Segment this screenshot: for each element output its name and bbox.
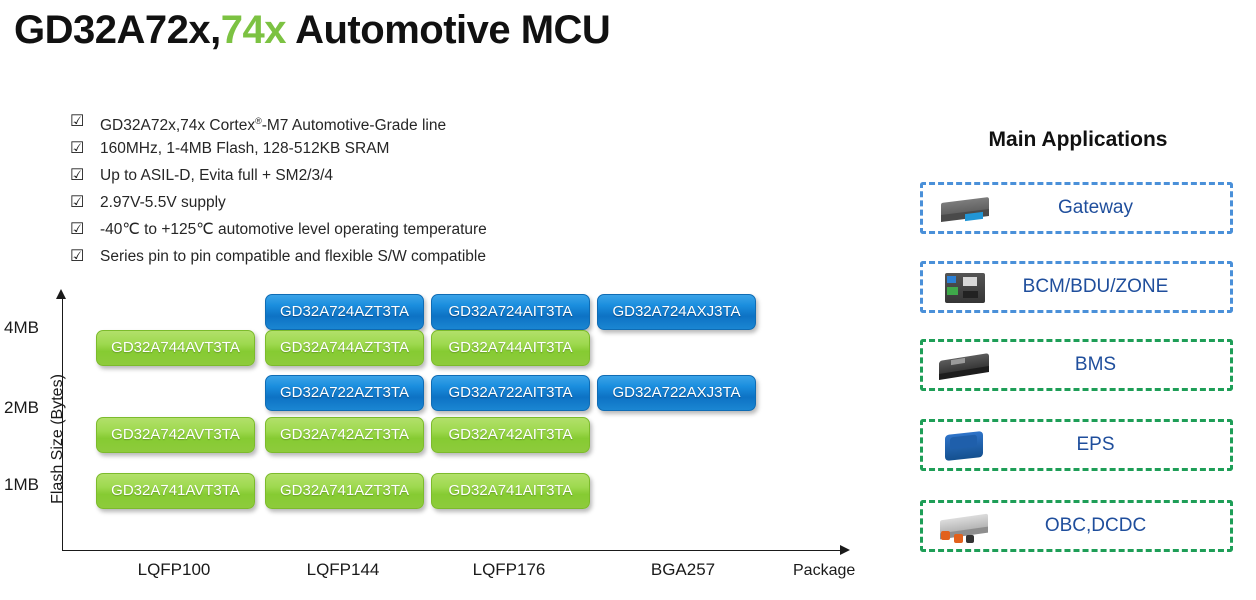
application-label: BCM/BDU/ZONE <box>1022 276 1169 297</box>
product-chip[interactable]: GD32A722AXJ3TA <box>597 375 756 411</box>
feature-item: ☑ GD32A72x,74x Cortex®-M7 Automotive-Gra… <box>70 108 710 135</box>
x-axis-tick-label: LQFP100 <box>137 560 211 579</box>
application-label: OBC,DCDC <box>1044 515 1147 536</box>
feature-item: ☑ Series pin to pin compatible and flexi… <box>70 243 710 270</box>
feature-item: ☑ -40℃ to +125℃ automotive level operati… <box>70 216 710 243</box>
x-axis-arrow-icon <box>840 545 850 555</box>
feature-item: ☑ Up to ASIL-D, Evita full + SM2/3/4 <box>70 162 710 189</box>
product-chip[interactable]: GD32A722AIT3TA <box>431 375 590 411</box>
bms-module-icon <box>935 345 997 385</box>
application-label: EPS <box>1076 434 1115 455</box>
checkbox-icon: ☑ <box>70 194 85 211</box>
product-chip[interactable]: GD32A742AZT3TA <box>265 417 424 453</box>
page-title-part1: GD32A72x, <box>14 8 221 52</box>
feature-label: -40℃ to +125℃ automotive level operating… <box>100 221 487 238</box>
page-title-accent: 74x <box>220 8 287 52</box>
x-axis-tick-label: LQFP144 <box>306 560 380 579</box>
eps-module-icon <box>935 425 997 465</box>
y-axis-title: Flash Size (Bytes) <box>49 374 66 504</box>
product-chip[interactable]: GD32A741AZT3TA <box>265 473 424 509</box>
applications-heading: Main Applications <box>988 128 1168 151</box>
page-title-part2: Automotive MCU <box>285 8 611 52</box>
product-chip[interactable]: GD32A724AIT3TA <box>431 294 590 330</box>
product-chip[interactable]: GD32A741AVT3TA <box>96 473 255 509</box>
feature-label: Up to ASIL-D, Evita full + SM2/3/4 <box>100 167 334 184</box>
checkbox-icon: ☑ <box>70 221 85 238</box>
product-chip[interactable]: GD32A742AIT3TA <box>431 417 590 453</box>
x-axis-line <box>62 550 842 551</box>
feature-label: 2.97V-5.5V supply <box>100 194 226 211</box>
application-label: BMS <box>1074 354 1117 375</box>
x-axis-tick-label: LQFP176 <box>472 560 546 579</box>
product-chip[interactable]: GD32A744AVT3TA <box>96 330 255 366</box>
obc-dcdc-module-icon <box>935 506 997 546</box>
y-axis-tick-label: 1MB <box>4 475 39 494</box>
application-item-bms[interactable]: BMS <box>920 339 1233 391</box>
product-chip[interactable]: GD32A724AXJ3TA <box>597 294 756 330</box>
feature-label: GD32A72x,74x Cortex®-M7 Automotive-Grade… <box>100 116 447 135</box>
feature-item: ☑ 160MHz, 1-4MB Flash, 128-512KB SRAM <box>70 135 710 162</box>
gateway-module-icon <box>935 188 997 228</box>
product-matrix-chart: 4MB 2MB 1MB Flash Size (Bytes) LQFP100 L… <box>0 285 880 600</box>
feature-item: ☑ 2.97V-5.5V supply <box>70 189 710 216</box>
y-axis-line <box>62 297 63 550</box>
checkbox-icon: ☑ <box>70 113 85 130</box>
product-chip[interactable]: GD32A741AIT3TA <box>431 473 590 509</box>
checkbox-icon: ☑ <box>70 167 85 184</box>
y-axis-tick-label: 2MB <box>4 398 39 417</box>
application-item-bcm[interactable]: BCM/BDU/ZONE <box>920 261 1233 313</box>
application-item-gateway[interactable]: Gateway <box>920 182 1233 234</box>
feature-label: 160MHz, 1-4MB Flash, 128-512KB SRAM <box>100 140 390 157</box>
y-axis-tick-label: 4MB <box>4 318 39 337</box>
product-chip[interactable]: GD32A722AZT3TA <box>265 375 424 411</box>
bcm-module-icon <box>935 267 997 307</box>
product-chip[interactable]: GD32A742AVT3TA <box>96 417 255 453</box>
feature-list: ☑ GD32A72x,74x Cortex®-M7 Automotive-Gra… <box>70 108 710 270</box>
y-axis-arrow-icon <box>56 289 66 299</box>
product-chip[interactable]: GD32A744AZT3TA <box>265 330 424 366</box>
x-axis-title: Package <box>793 562 856 579</box>
x-axis-tick-label: BGA257 <box>650 560 716 579</box>
feature-label: Series pin to pin compatible and flexibl… <box>100 248 486 265</box>
product-chip[interactable]: GD32A724AZT3TA <box>265 294 424 330</box>
product-chip[interactable]: GD32A744AIT3TA <box>431 330 590 366</box>
application-item-eps[interactable]: EPS <box>920 419 1233 471</box>
checkbox-icon: ☑ <box>70 248 85 265</box>
application-label: Gateway <box>1058 197 1133 218</box>
application-item-obc-dcdc[interactable]: OBC,DCDC <box>920 500 1233 552</box>
checkbox-icon: ☑ <box>70 140 85 157</box>
page-title: GD32A72x,74x Automotive MCU <box>14 8 611 53</box>
